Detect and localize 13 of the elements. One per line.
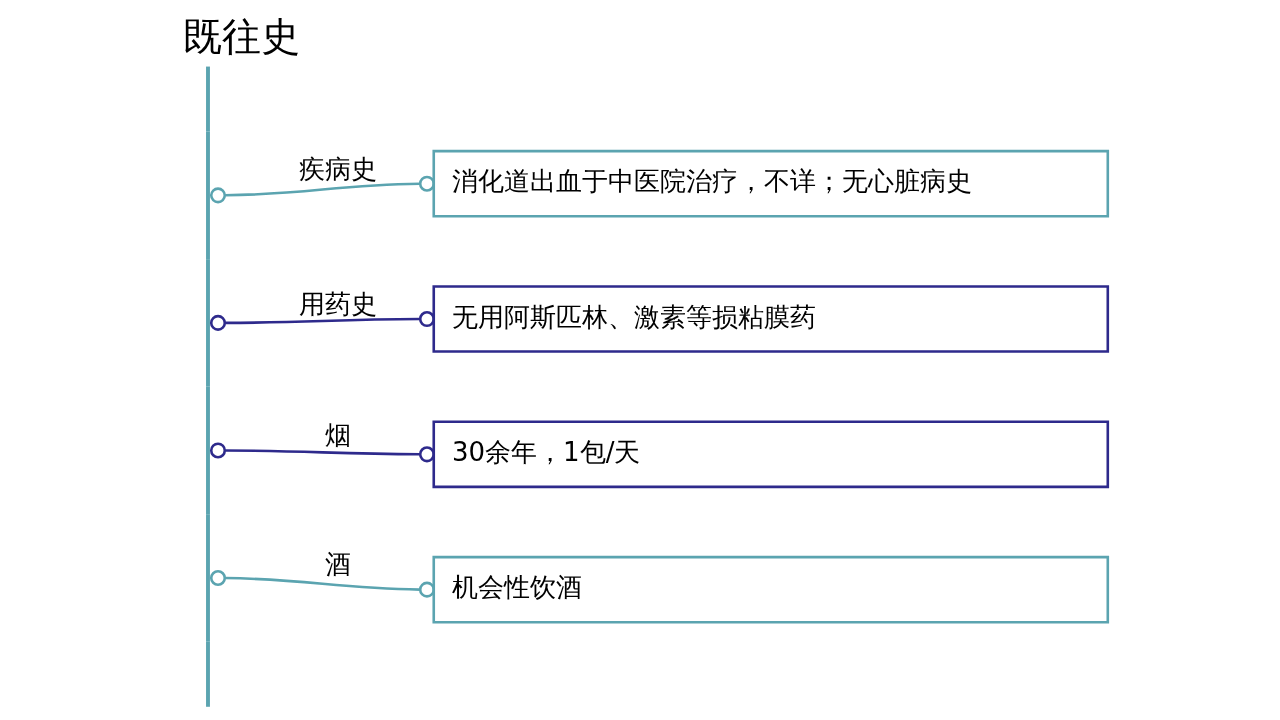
diagram-title: 既往史 <box>183 13 301 59</box>
connector <box>209 175 436 204</box>
connector <box>209 310 436 331</box>
edge-label: 用药史 <box>299 288 378 319</box>
node-box: 30余年，1包/天 <box>432 420 1110 489</box>
node-box: 无用阿斯匹林、激素等损粘膜药 <box>432 285 1110 353</box>
edge-label: 烟 <box>325 419 352 450</box>
edge-label: 疾病史 <box>299 154 378 185</box>
node-box: 机会性饮酒 <box>432 555 1110 624</box>
connector <box>209 442 436 463</box>
edge-label: 酒 <box>325 548 352 579</box>
node-box: 消化道出血于中医院治疗，不详；无心脏病史 <box>432 149 1110 218</box>
connector <box>209 569 436 598</box>
